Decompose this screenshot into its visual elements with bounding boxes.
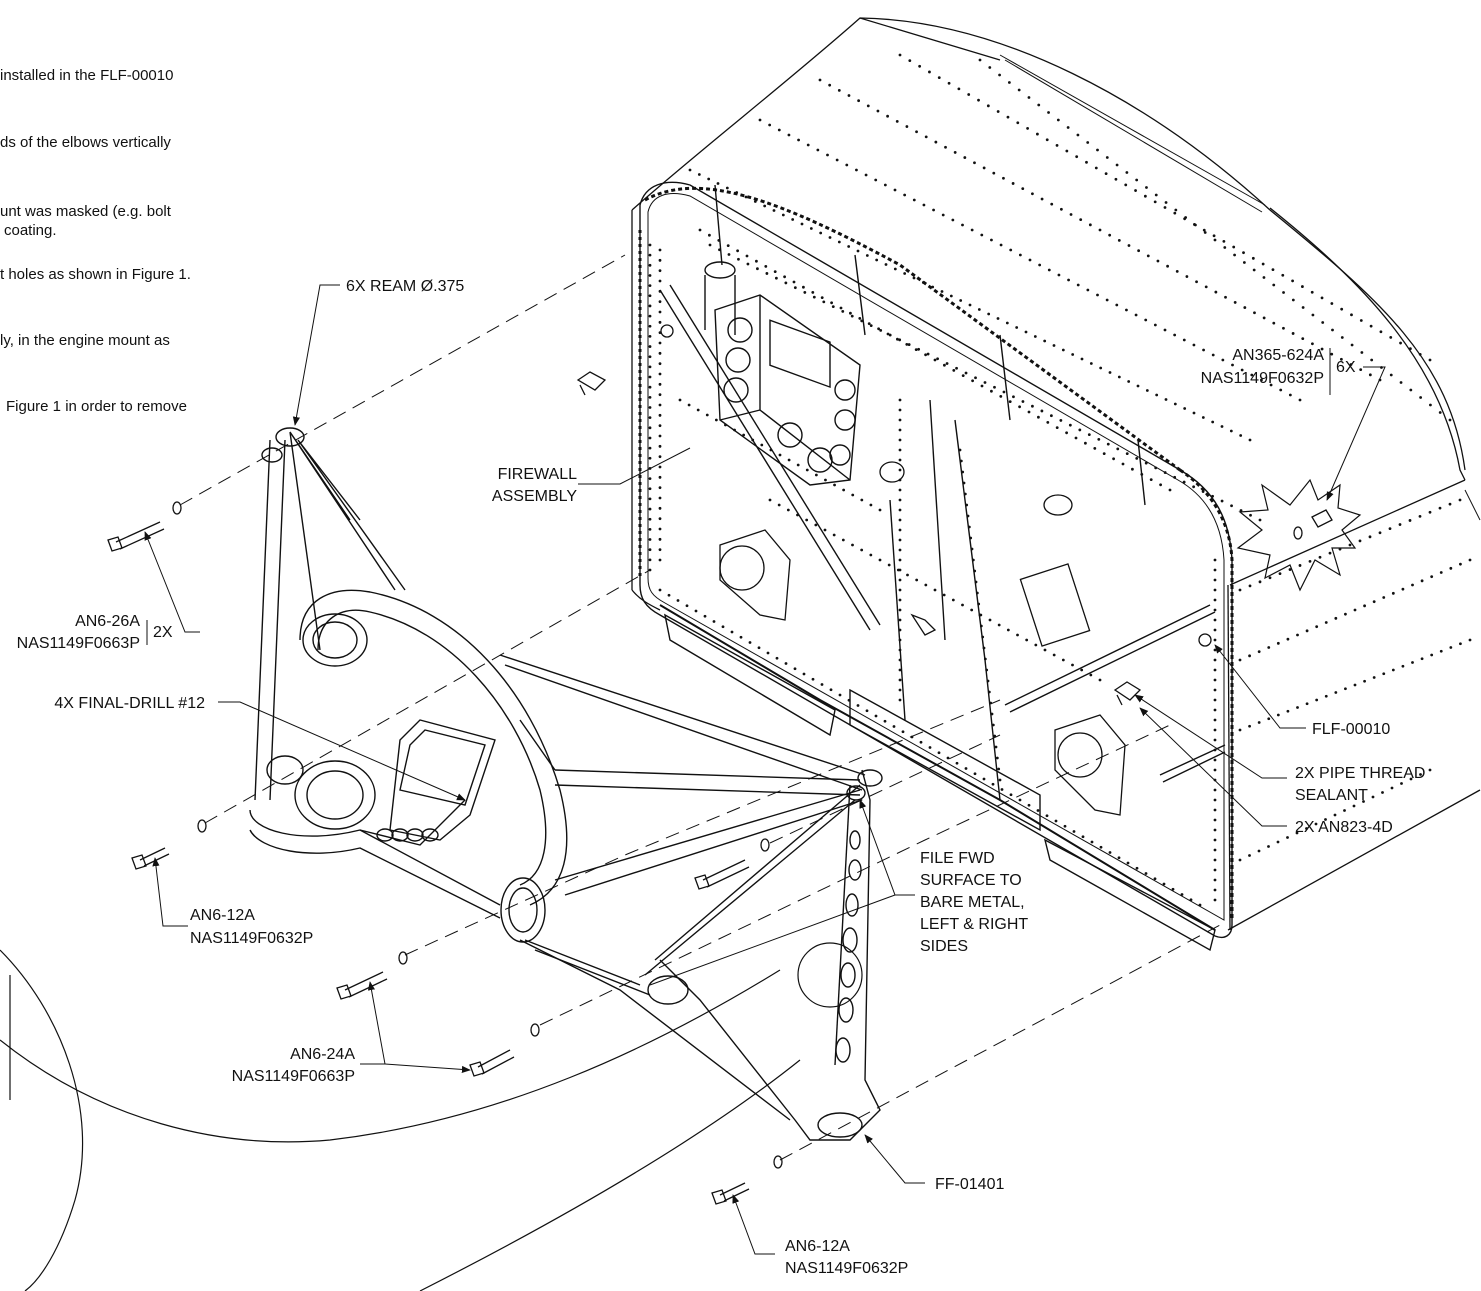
instruction-step-text: installed in the FLF-00010 [0, 67, 174, 84]
callout-qty-2x: 2X [153, 624, 173, 641]
callout-an6-12a-top: AN6-12A [190, 907, 255, 924]
callout-nas-nut: NAS1149F0632P [1201, 370, 1324, 387]
instruction-step-text: ds of the elbows vertically [0, 134, 171, 151]
callout-an6-26a: AN6-26A [75, 613, 140, 630]
callout-file-line2: SURFACE TO [920, 872, 1022, 889]
instruction-step-text: t holes as shown in Figure 1. [0, 266, 191, 283]
callout-qty-6x: 6X [1336, 359, 1356, 376]
bolt-centerlines [179, 254, 1221, 1161]
nut-an365 [1293, 509, 1333, 540]
leader-lines [144, 284, 1386, 1255]
callouts: 6X REAM Ø.375 FIREWALL ASSEMBLY AN365-62… [17, 278, 1426, 1277]
callout-nas-24: NAS1149F0663P [232, 1068, 355, 1085]
callout-file-line3: BARE METAL, [920, 894, 1025, 911]
bolt-an6-26a [107, 501, 182, 552]
callout-an823: 2X AN823-4D [1295, 819, 1393, 836]
firewall-panel [638, 181, 1234, 952]
callout-an6-24a: AN6-24A [290, 1046, 355, 1063]
callout-an365: AN365-624A [1232, 347, 1324, 364]
rivet-pattern [648, 53, 1472, 907]
callout-flf: FLF-00010 [1312, 721, 1390, 738]
engine-mount [249, 427, 883, 1141]
detail-circle-arcs [0, 942, 863, 1291]
instruction-step-text: unt was masked (e.g. bolt [0, 203, 171, 220]
firewall-box [704, 261, 861, 486]
callout-file-line4: LEFT & RIGHT [920, 916, 1028, 933]
callout-file-line5: SIDES [920, 938, 968, 955]
bolt-an6-12a-left [131, 819, 207, 870]
callout-pipe-line1: 2X PIPE THREAD [1295, 765, 1425, 782]
callout-nas-12-top: NAS1149F0632P [190, 930, 313, 947]
callout-firewall-line2: ASSEMBLY [492, 488, 577, 505]
callout-firewall-line1: FIREWALL [498, 466, 578, 483]
callout-file-line1: FILE FWD [920, 850, 995, 867]
callout-nas-12-bottom: NAS1149F0632P [785, 1260, 908, 1277]
instruction-step-text: Figure 1 in order to remove [6, 398, 187, 415]
instruction-step-text: coating. [4, 222, 57, 239]
elbow-fitting-right [1113, 681, 1142, 706]
callout-ream: 6X REAM Ø.375 [346, 278, 464, 295]
bolt-right-mount [694, 838, 770, 890]
elbow-fitting-left [576, 371, 607, 396]
callout-pipe-line2: SEALANT [1295, 787, 1368, 804]
bolt-an6-12a-bottom [711, 1155, 783, 1205]
callout-ff: FF-01401 [935, 1176, 1004, 1193]
detail-starburst [1236, 478, 1362, 592]
callout-nas-26: NAS1149F0663P [17, 635, 140, 652]
callout-an6-12a-bottom: AN6-12A [785, 1238, 850, 1255]
firewall-fittings [660, 324, 1212, 816]
elbow-fitting-center [910, 613, 937, 636]
fuselage-skin [631, 17, 1481, 931]
callout-final-drill: 4X FINAL-DRILL #12 [54, 695, 205, 712]
instruction-step-text: ly, in the engine mount as [0, 332, 170, 349]
bolt-an6-24a-2 [469, 1023, 540, 1077]
